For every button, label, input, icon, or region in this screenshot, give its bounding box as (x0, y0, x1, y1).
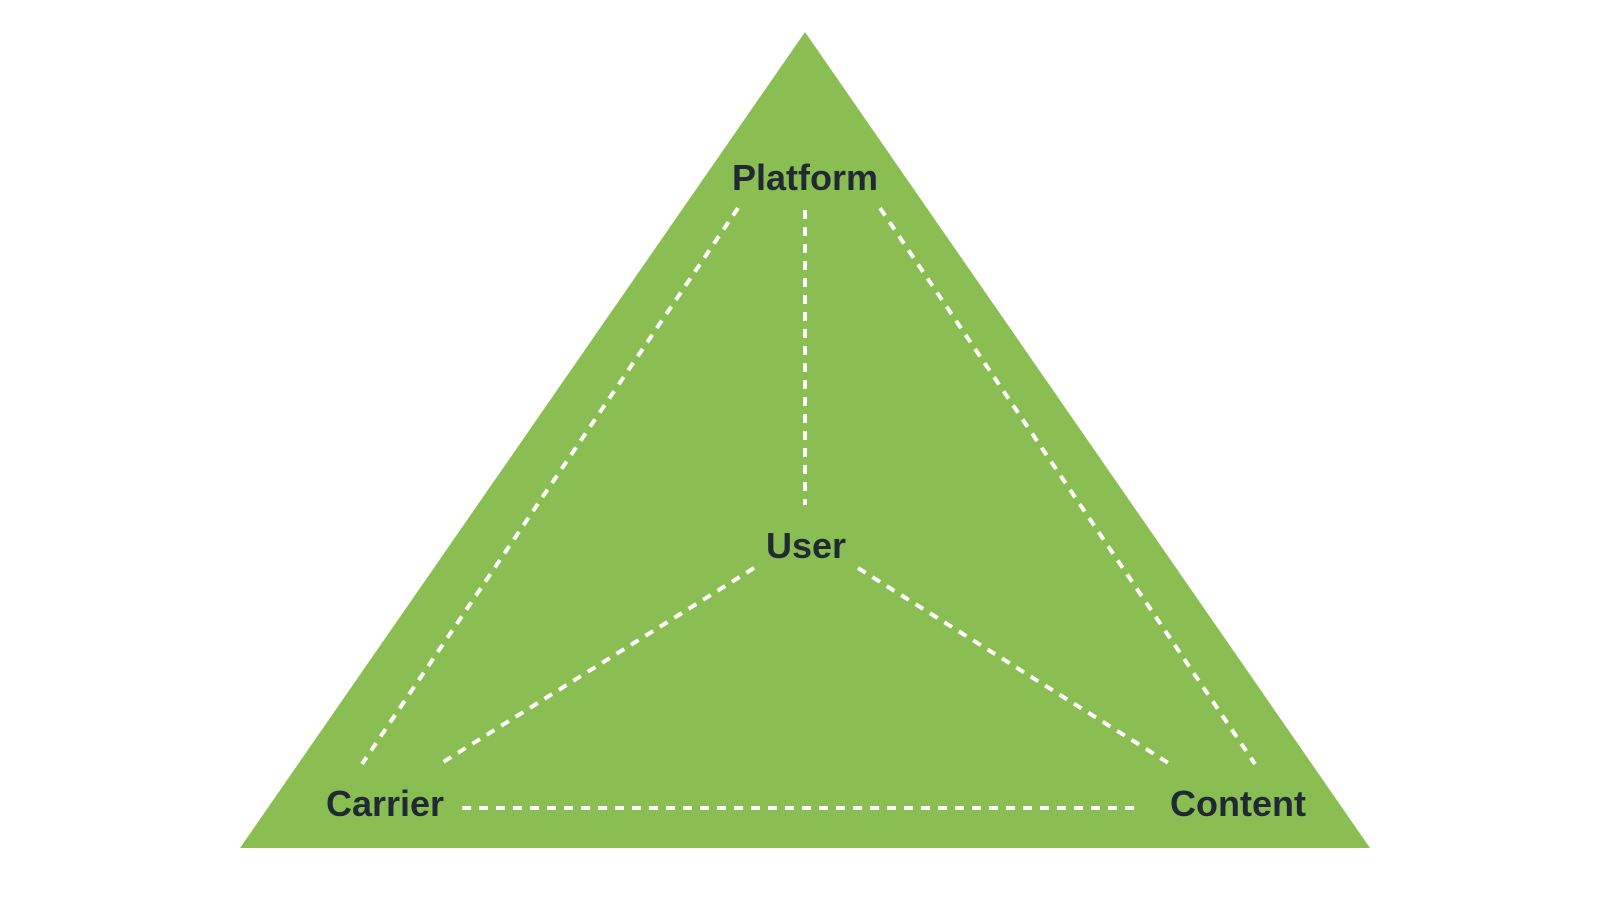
connector-user-content (856, 566, 1172, 766)
node-label-carrier: Carrier (326, 783, 444, 824)
dashed-connectors (360, 206, 1257, 810)
node-label-user: User (766, 525, 846, 566)
connector-user-carrier (438, 566, 756, 766)
node-labels: Platform User Carrier Content (326, 157, 1306, 824)
node-label-content: Content (1170, 783, 1306, 824)
node-label-platform: Platform (732, 157, 878, 198)
